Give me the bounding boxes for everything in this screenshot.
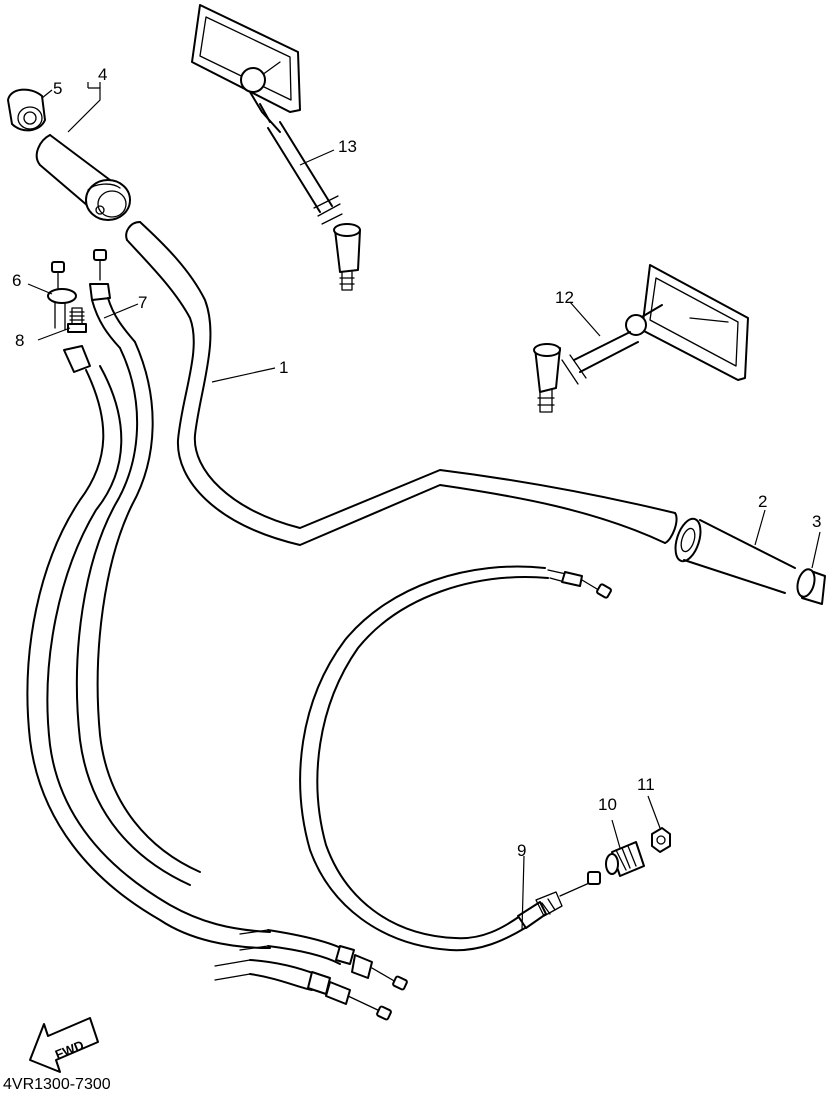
grip-end bbox=[796, 568, 826, 605]
callout-5: 5 bbox=[53, 79, 62, 98]
mirror-right bbox=[533, 264, 749, 413]
mirror-left bbox=[191, 4, 361, 291]
screw-8 bbox=[67, 307, 87, 333]
callout-2: 2 bbox=[758, 492, 767, 511]
throttle-grip bbox=[35, 134, 131, 221]
throttle-cables bbox=[26, 297, 408, 1021]
handlebar bbox=[125, 221, 678, 546]
diagram-code: 4VR1300-7300 bbox=[3, 1076, 111, 1093]
adjuster-10 bbox=[605, 841, 645, 877]
callout-6: 6 bbox=[12, 271, 21, 290]
callout-11: 11 bbox=[637, 775, 655, 794]
callout-1: 1 bbox=[279, 358, 288, 377]
callout-10: 10 bbox=[598, 795, 617, 814]
grip-cap bbox=[7, 88, 46, 132]
adjuster-6 bbox=[47, 261, 77, 331]
leader-lines bbox=[27, 82, 821, 931]
callout-4: 4 bbox=[98, 65, 107, 84]
callout-7: 7 bbox=[138, 293, 147, 312]
locknut-11 bbox=[651, 827, 671, 853]
callout-13: 13 bbox=[338, 137, 357, 156]
callout-3: 3 bbox=[812, 512, 821, 531]
callout-8: 8 bbox=[15, 331, 24, 350]
callout-12: 12 bbox=[555, 288, 574, 307]
clutch-cable bbox=[299, 565, 612, 952]
grip-right bbox=[674, 517, 796, 594]
callout-9: 9 bbox=[517, 841, 526, 860]
adjuster-7 bbox=[89, 249, 111, 301]
fwd-arrow: FWD bbox=[29, 1017, 99, 1073]
